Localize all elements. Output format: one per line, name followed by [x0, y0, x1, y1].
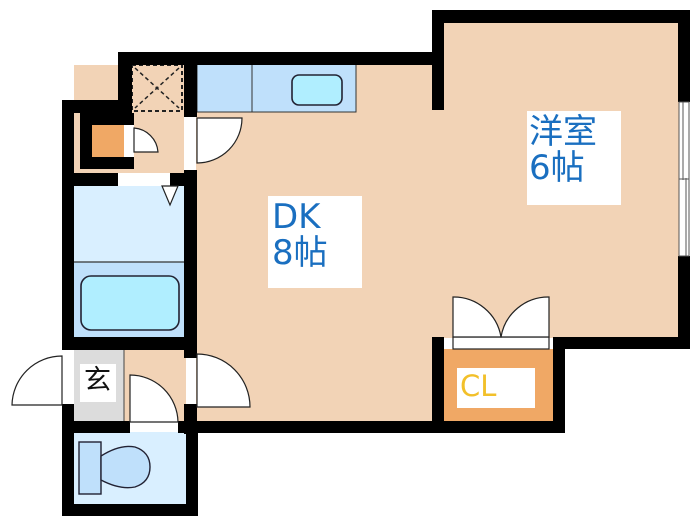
closet-label: CL [457, 368, 535, 408]
door-toilet [130, 421, 178, 432]
door-bath [118, 175, 170, 185]
kitchen-counter [196, 61, 357, 113]
closet-door [452, 336, 550, 350]
doors [11, 117, 550, 432]
sink-icon [291, 74, 343, 106]
storage-box [131, 64, 183, 112]
dk-room-name: DK [272, 197, 321, 237]
window [678, 101, 690, 257]
dk-room-label: DK 8帖 [268, 196, 362, 288]
washer-space [80, 113, 159, 169]
western-room-name: 洋室 [529, 112, 597, 152]
door-entrance-dk [186, 358, 196, 404]
door-utility-dk [186, 117, 196, 170]
dk-room-size: 8帖 [272, 232, 328, 273]
bathtub [74, 261, 186, 344]
western-room-label: 洋室 6帖 [527, 111, 621, 205]
western-room-size: 6帖 [529, 147, 585, 188]
bathtub-basin-icon [80, 275, 180, 331]
entrance-label: 玄 [80, 364, 116, 402]
front-door [63, 355, 73, 404]
toilet-icon [78, 441, 151, 495]
walls [62, 10, 690, 516]
